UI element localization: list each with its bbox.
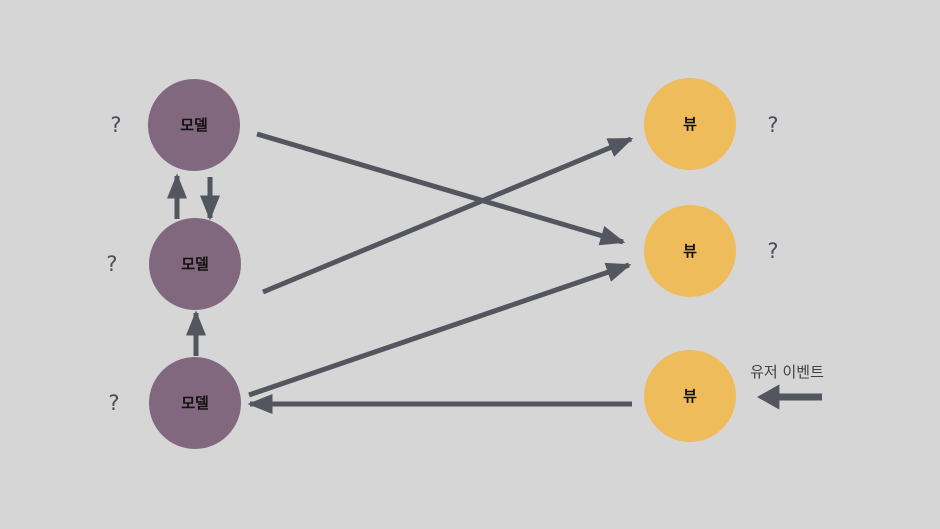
model-circle: [148, 79, 240, 171]
view-middle-question: ?: [767, 239, 778, 263]
model-node-middle: 모델: [149, 218, 241, 310]
arrow-model-top-to-view-middle: [256, 131, 626, 246]
model-label: 모델: [181, 255, 209, 273]
model-label: 모델: [180, 116, 208, 134]
user-event-label: 유저 이벤트: [750, 363, 824, 381]
model-label: 모델: [181, 394, 209, 412]
view-node-bottom: 뷰: [644, 350, 736, 442]
arrow-model-middle-to-view-top: [262, 136, 634, 295]
arrows: [167, 131, 822, 414]
view-top-question: ?: [767, 113, 778, 137]
view-label: 뷰: [683, 115, 697, 133]
view-circle: [644, 78, 736, 170]
view-node-middle: 뷰: [644, 205, 736, 297]
view-label: 뷰: [683, 387, 697, 405]
view-label: 뷰: [683, 242, 697, 260]
model-node-top: 모델: [148, 79, 240, 171]
model-circle: [149, 357, 241, 449]
view-circle: [644, 205, 736, 297]
arrow-model-bottom-to-view-middle: [248, 262, 632, 398]
model-middle-question: ?: [106, 252, 117, 276]
view-node-top: 뷰: [644, 78, 736, 170]
view-circle: [644, 350, 736, 442]
model-circle: [149, 218, 241, 310]
model-top-question: ?: [110, 113, 121, 137]
model-bottom-question: ?: [108, 391, 119, 415]
model-node-bottom: 모델: [149, 357, 241, 449]
